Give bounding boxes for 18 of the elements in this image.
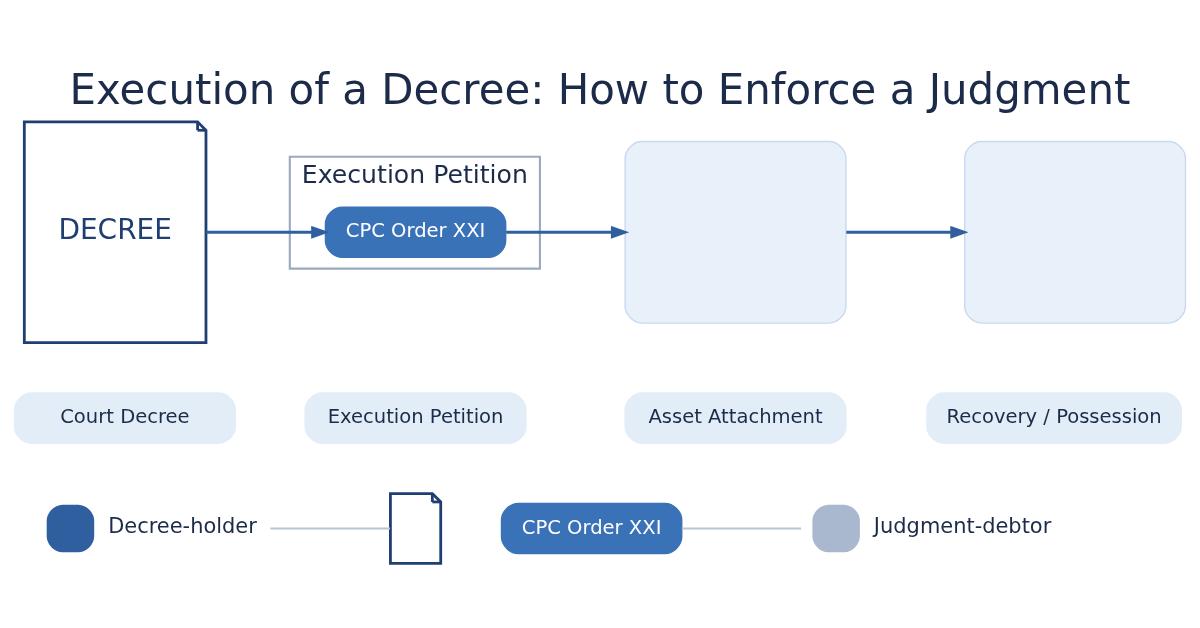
arrow: [506, 225, 630, 239]
arrow: [206, 225, 330, 239]
node-box: Court Decree: [13, 392, 236, 444]
node-label: Decree-holder: [108, 514, 257, 539]
node-box: CPC Order XXI: [324, 206, 507, 259]
connector: [270, 527, 391, 530]
node-box: Execution Petition: [304, 392, 527, 444]
node-person: [46, 504, 95, 553]
arrow: [846, 225, 969, 239]
node-box: Recovery / Possession: [926, 392, 1182, 444]
node-label: Judgment-debtor: [873, 514, 1052, 539]
node-person: [812, 504, 860, 553]
connector: [681, 527, 801, 530]
node-box: Asset Attachment: [624, 392, 847, 444]
node-box: [624, 140, 847, 324]
diagram-title: Execution of a Decree: How to Enforce a Judgment: [69, 64, 1131, 114]
node-box: CPC Order XXI: [500, 502, 683, 555]
node-box: [963, 140, 1187, 324]
